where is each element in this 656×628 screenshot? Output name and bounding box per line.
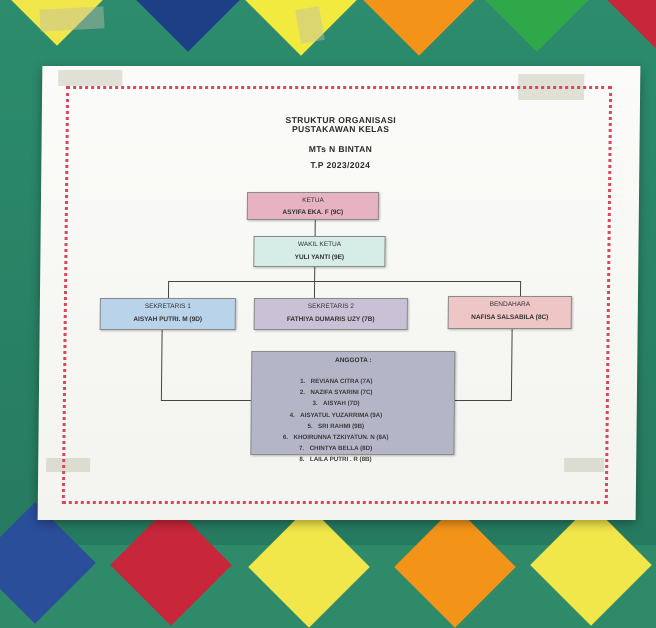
bendahara-box: BENDAHARA NAFISA SALSABILA (8C) <box>447 296 572 329</box>
connector-line <box>168 281 521 282</box>
connector-line <box>314 265 316 281</box>
list-item: 5.SRI RAHMI (9B) <box>307 422 365 430</box>
organization-chart-poster: STRUKTUR ORGANISASI PUSTAKAWAN KELAS MTs… <box>37 66 641 520</box>
sekretaris-2-title: SEKRETARIS 2 <box>307 303 354 310</box>
poster-title-line-4: T.P 2023/2024 <box>310 160 371 170</box>
sekretaris-2-name: FATHIYA DUMARIS UZY (7B) <box>286 316 375 323</box>
anggota-title: ANGGOTA : <box>335 357 372 364</box>
ketua-title: KETUA <box>302 197 324 204</box>
bendahara-title: BENDAHARA <box>489 301 531 308</box>
list-item: 8.LAILA PUTRI . R (8B) <box>299 456 372 464</box>
connector-line <box>167 281 170 298</box>
list-item: 2.NAZIFA SYARINI (7C) <box>299 389 373 397</box>
wakil-ketua-box: WAKIL KETUA YULI YANTI (9E) <box>253 236 386 267</box>
ketua-name: ASYIFA EKA. F (9C) <box>282 209 344 216</box>
connector-line <box>450 400 512 401</box>
list-item: 1.REVIANA CITRA (7A) <box>300 378 373 385</box>
connector-line <box>160 400 253 401</box>
sekretaris-1-name: AISYAH PUTRI. M (9D) <box>133 316 203 323</box>
tape-piece <box>39 6 105 32</box>
tape-piece <box>58 70 123 86</box>
wakil-ketua-title: WAKIL KETUA <box>297 241 342 248</box>
list-item: 3.AISYAH (7D) <box>312 400 360 408</box>
connector-line <box>314 218 316 236</box>
poster-title-line-2: PUSTAKAWAN KELAS <box>291 124 390 134</box>
sekretaris-1-title: SEKRETARIS 1 <box>144 303 191 310</box>
sekretaris-1-box: SEKRETARIS 1 AISYAH PUTRI. M (9D) <box>99 298 236 330</box>
anggota-box: ANGGOTA : 1.REVIANA CITRA (7A) 2.NAZIFA … <box>250 351 456 463</box>
anggota-member-list: 1.REVIANA CITRA (7A) 2.NAZIFA SYARINI (7… <box>277 376 389 466</box>
poster-title-line-3: MTs N BINTAN <box>308 144 373 154</box>
list-item: 6.KHOIRUNNA TZKIYATUN. N (8A) <box>282 434 389 442</box>
sekretaris-2-box: SEKRETARIS 2 FATHIYA DUMARIS UZY (7B) <box>253 298 408 330</box>
bendahara-name: NAFISA SALSABILA (8C) <box>471 314 549 321</box>
ketua-box: KETUA ASYIFA EKA. F (9C) <box>246 192 380 220</box>
connector-line <box>313 281 316 298</box>
list-item: 4.AISYATUL YUZARRIMA (9A) <box>289 411 383 419</box>
wakil-ketua-name: YULI YANTI (9E) <box>294 254 345 261</box>
list-item: 7.CHINTYA BELLA (8D) <box>298 445 373 453</box>
